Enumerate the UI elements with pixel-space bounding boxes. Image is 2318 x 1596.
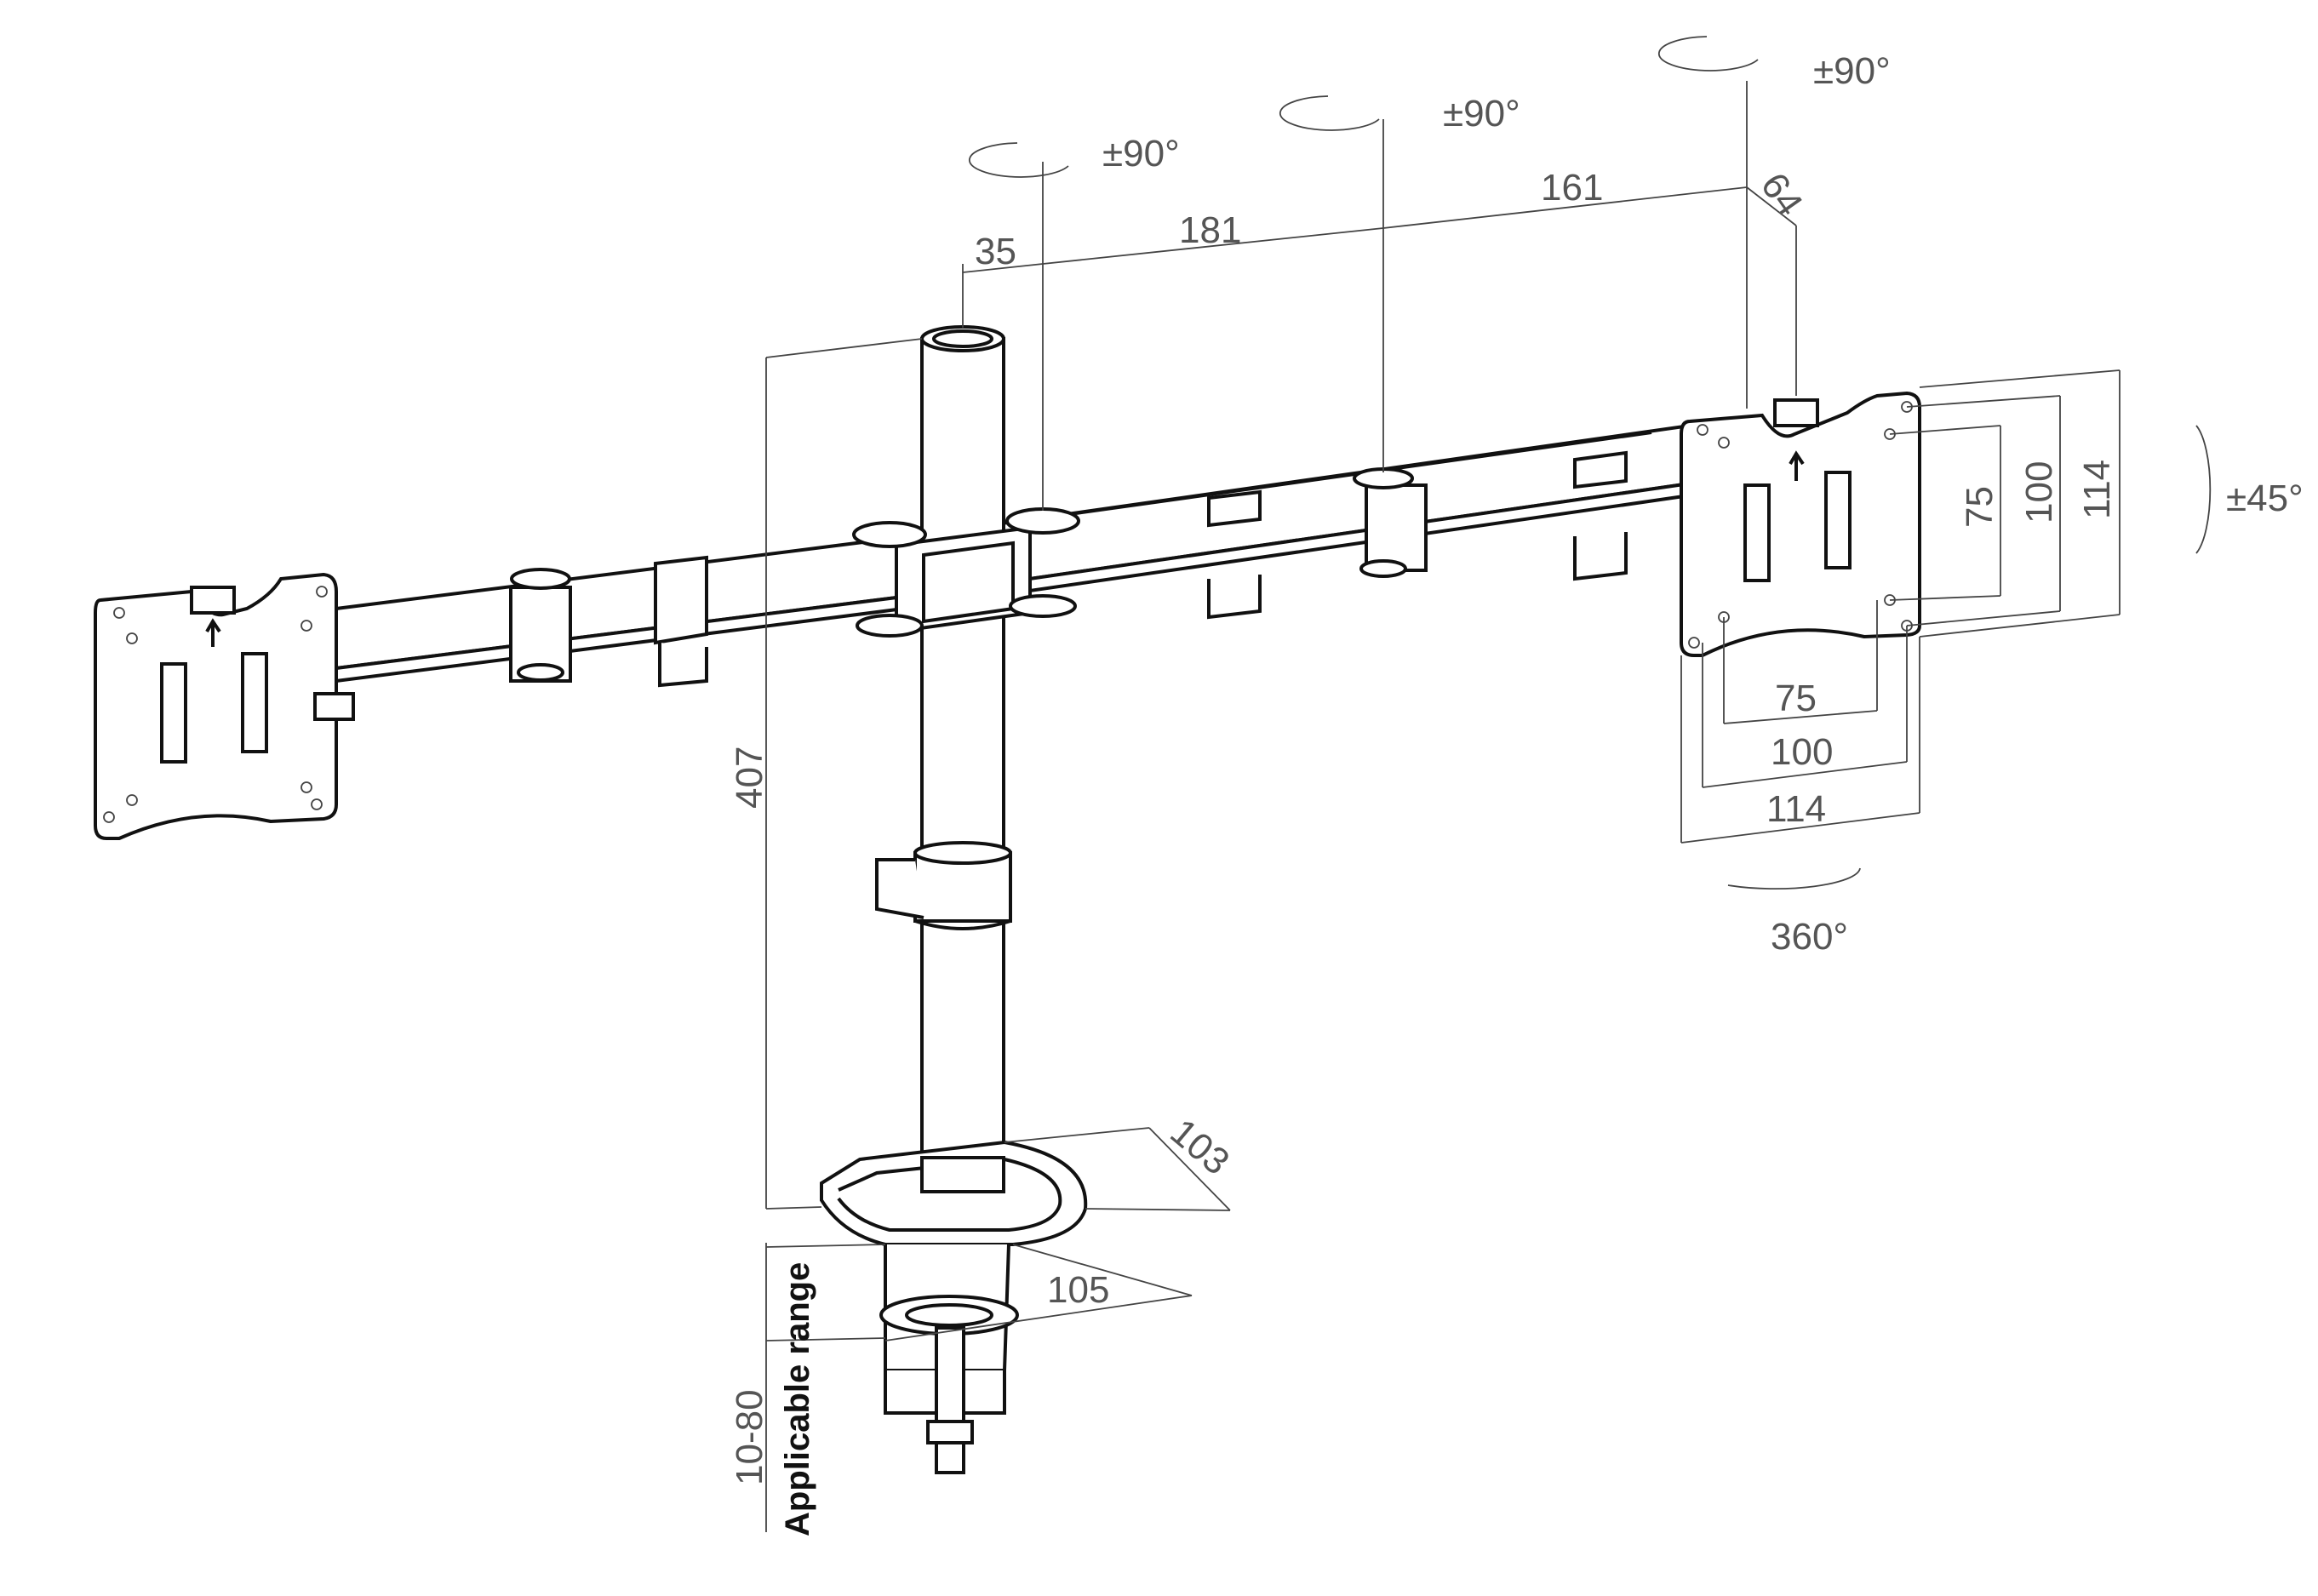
dimension-lines xyxy=(765,186,2121,1532)
dim-181: 181 xyxy=(1179,209,1241,251)
applicable-range-label: Applicable range xyxy=(779,1262,816,1536)
angle-rot2: ±90° xyxy=(1443,93,1520,134)
dim-35: 35 xyxy=(975,231,1016,272)
angle-swivel: 360° xyxy=(1771,916,1848,958)
left-elbow xyxy=(509,568,572,683)
dim-105: 105 xyxy=(1047,1269,1109,1311)
dim-range: 10-80 xyxy=(729,1389,770,1485)
dim-vesa-v100: 100 xyxy=(2018,461,2060,523)
rotation-arrows xyxy=(968,36,2212,890)
angle-rot1: ±90° xyxy=(1102,133,1180,174)
center-hub xyxy=(852,507,1080,638)
dim-vesa-v114: 114 xyxy=(2076,460,2118,519)
right-vesa-plate xyxy=(1680,391,1921,657)
clamp-base xyxy=(820,1140,1088,1474)
dim-407: 407 xyxy=(729,747,770,809)
right-elbow xyxy=(1353,467,1428,578)
arm-cable-clips xyxy=(654,450,1628,688)
dim-64: 64 xyxy=(1753,165,1811,223)
angle-rot3: ±90° xyxy=(1813,50,1891,92)
dim-vesa-h114: 114 xyxy=(1766,788,1826,830)
dim-vesa-h100: 100 xyxy=(1771,731,1833,773)
left-vesa-plate xyxy=(94,572,355,840)
dim-vesa-h75: 75 xyxy=(1775,678,1817,719)
angle-tilt: ±45° xyxy=(2226,478,2304,519)
pole xyxy=(875,325,1012,1196)
dim-103: 103 xyxy=(1163,1111,1238,1183)
dim-vesa-v75: 75 xyxy=(1959,486,2000,528)
arm-beam xyxy=(335,423,1691,684)
rotation-axes xyxy=(1042,81,1748,511)
dim-161: 161 xyxy=(1541,167,1603,209)
